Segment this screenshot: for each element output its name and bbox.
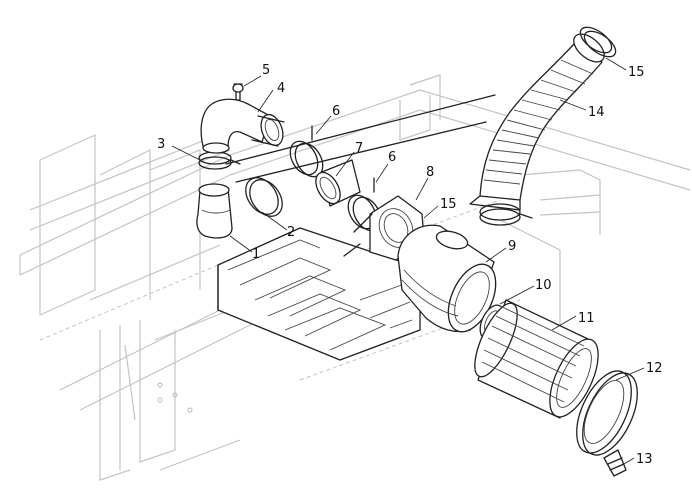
- callout-5: 5: [262, 63, 270, 78]
- callout-labels: 1 2 3 4 5 6 6 7 8 9 10 11 12 13 14 15 15: [157, 63, 663, 467]
- air-cleaner-housing-9: [397, 224, 497, 333]
- callout-13: 13: [636, 452, 653, 467]
- callout-10: 10: [535, 278, 552, 293]
- callout-2: 2: [287, 225, 295, 240]
- callout-1: 1: [252, 247, 260, 262]
- duct-outline-lower: [235, 121, 487, 183]
- callout-11: 11: [578, 311, 595, 326]
- callout-9: 9: [508, 239, 516, 254]
- upper-elbow-pipe: [200, 98, 285, 154]
- callout-14: 14: [588, 105, 605, 120]
- callout-8: 8: [426, 165, 434, 180]
- hose-clamp-2: [245, 177, 283, 217]
- restriction-sensor-5: [232, 83, 244, 101]
- rubber-hose-7: [315, 159, 361, 207]
- leader-lines: [171, 57, 645, 465]
- callout-4: 4: [277, 81, 285, 96]
- vehicle-frame: [19, 74, 691, 481]
- filter-element-11: [474, 299, 599, 419]
- callout-15-upper: 15: [628, 65, 645, 80]
- callout-6-upper: 6: [332, 104, 340, 119]
- hose-clamp-15-upper: [579, 26, 617, 58]
- corrugated-intake-hose-14: [469, 33, 605, 211]
- lower-elbow-pipe: [196, 183, 233, 239]
- callout-7: 7: [355, 141, 363, 156]
- end-cover-12: [576, 370, 638, 456]
- callout-6-lower: 6: [388, 150, 396, 165]
- duct-outline-upper: [225, 94, 496, 165]
- callout-3: 3: [157, 137, 165, 152]
- hose-clamp-15-lower: [479, 203, 533, 226]
- callout-12: 12: [646, 361, 663, 376]
- callout-15-lower: 15: [440, 197, 457, 212]
- dust-valve-13: [603, 449, 627, 477]
